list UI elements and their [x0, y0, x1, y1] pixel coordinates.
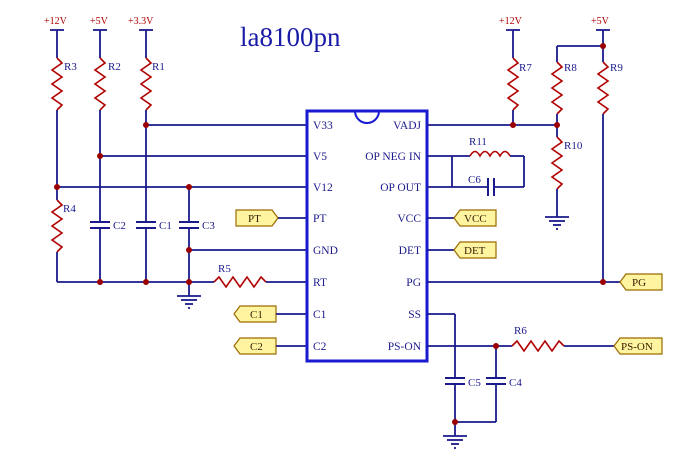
label-r4: R4: [63, 203, 76, 215]
pin-vadj: VADJ: [393, 120, 421, 132]
capacitor-c2: C2: [90, 220, 126, 232]
port-c2: C2: [233, 337, 277, 355]
port-pt: PT: [235, 209, 279, 227]
capacitor-c3: C3: [179, 220, 215, 232]
port-ps-on-label: PS-ON: [621, 341, 653, 353]
power-symbol-12v-left: +12V: [44, 16, 68, 58]
label-r2: R2: [108, 61, 121, 73]
label-c2: C2: [113, 220, 126, 232]
pin-pg: PG: [406, 277, 421, 289]
label-r5: R5: [218, 263, 231, 275]
port-c1-label: C1: [250, 309, 263, 321]
pin-rt: RT: [313, 277, 327, 289]
port-vcc-label: VCC: [464, 213, 487, 225]
label-r6: R6: [514, 325, 527, 337]
port-pg: PG: [619, 273, 663, 291]
pin-v5: V5: [313, 151, 327, 163]
pin-pt: PT: [313, 213, 326, 225]
label-r10: R10: [564, 140, 583, 152]
label-c1: C1: [159, 220, 172, 232]
ic-la8100pn: [305, 109, 429, 363]
resistor-r2: R2: [93, 57, 121, 111]
power-label-5v-right: +5V: [591, 16, 610, 27]
pin-gnd: GND: [313, 245, 338, 257]
pin-ps-on: PS-ON: [388, 341, 422, 353]
port-ps-on: PS-ON: [613, 337, 663, 355]
pin-v33: V33: [313, 120, 333, 132]
label-c5: C5: [468, 377, 481, 389]
label-r3: R3: [64, 61, 77, 73]
pin-c2: C2: [313, 341, 327, 353]
diagram-title: la8100pn: [240, 22, 341, 52]
port-pt-label: PT: [248, 213, 261, 225]
ground-symbol-bottom: [443, 435, 467, 449]
port-det-label: DET: [464, 245, 486, 257]
resistor-r10: R10: [550, 136, 583, 190]
pin-c1: C1: [313, 309, 327, 321]
label-c6: C6: [468, 174, 481, 186]
capacitor-c1: C1: [136, 220, 172, 232]
power-label-5v-left: +5V: [90, 16, 109, 27]
label-r8: R8: [564, 62, 577, 74]
resistor-r11: R11: [469, 136, 511, 158]
resistor-r3: R3: [50, 57, 77, 111]
capacitor-c5: C5: [445, 377, 481, 389]
port-vcc: VCC: [453, 209, 497, 227]
resistor-r5: R5: [213, 263, 267, 289]
power-symbol-12v-right: +12V: [499, 16, 523, 58]
port-det: DET: [453, 241, 497, 259]
pin-op-neg-in: OP NEG IN: [365, 151, 421, 163]
power-symbol-5v-left: +5V: [90, 16, 109, 58]
resistor-r8: R8: [550, 61, 577, 115]
pin-det: DET: [399, 245, 421, 257]
label-r7: R7: [519, 62, 532, 74]
ground-symbol-left: [177, 295, 201, 309]
junctions: [54, 43, 606, 425]
label-c4: C4: [509, 377, 522, 389]
port-pg-label: PG: [632, 277, 646, 289]
resistor-r1: R1: [139, 57, 165, 111]
resistor-r6: R6: [511, 325, 565, 353]
power-label-12v-left: +12V: [44, 16, 68, 27]
resistor-r4: R4: [50, 199, 76, 253]
label-c3: C3: [202, 220, 215, 232]
label-r9: R9: [610, 62, 623, 74]
pin-v12: V12: [313, 182, 333, 194]
pin-op-out: OP OUT: [380, 182, 421, 194]
resistor-r7: R7: [506, 57, 532, 111]
power-label-12v-right: +12V: [499, 16, 523, 27]
label-r11: R11: [469, 136, 487, 148]
pin-vcc: VCC: [397, 213, 421, 225]
power-symbol-3v3: +3.3V: [128, 16, 154, 58]
port-c2-label: C2: [250, 341, 263, 353]
power-symbol-5v-right: +5V: [591, 16, 610, 62]
power-label-3v3: +3.3V: [128, 16, 154, 27]
resistor-r9: R9: [596, 61, 623, 115]
capacitor-c6: C6: [468, 174, 495, 196]
pin-ss: SS: [408, 309, 421, 321]
label-r1: R1: [152, 61, 165, 73]
ground-symbol-r10: [545, 216, 569, 230]
port-c1: C1: [233, 305, 277, 323]
capacitor-c4: C4: [486, 377, 522, 389]
